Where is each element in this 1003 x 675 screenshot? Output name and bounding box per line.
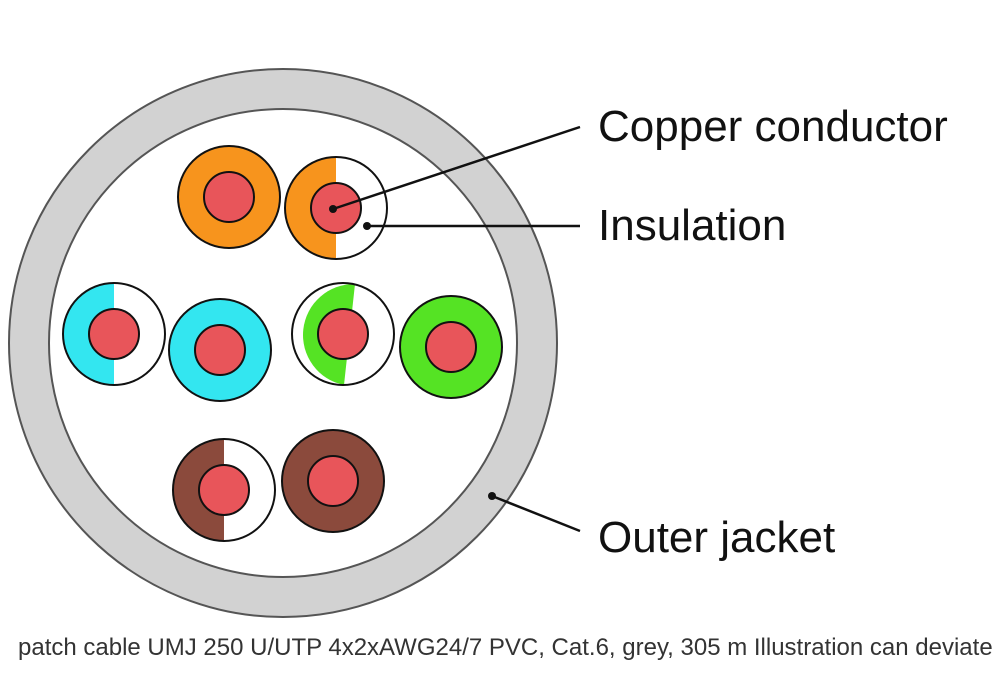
- copper-core: [307, 455, 359, 507]
- outer-jacket-label: Outer jacket: [598, 513, 835, 562]
- copper-core: [194, 324, 246, 376]
- conductor-leader-dot: [329, 205, 337, 213]
- copper-core: [203, 171, 255, 223]
- wire-pair-brown: [172, 429, 385, 542]
- wire-green-striped: [291, 282, 395, 386]
- copper-core: [425, 321, 477, 373]
- wire-pair-blue: [62, 282, 272, 402]
- outer-jacket-inner-edge: [48, 108, 518, 578]
- insulation-leader-dot: [363, 222, 371, 230]
- copper-core: [317, 308, 369, 360]
- copper-conductor-label: Copper conductor: [598, 102, 948, 151]
- conductor-leader-line: [332, 125, 581, 211]
- jacket-leader-line: [491, 494, 581, 533]
- copper-core: [88, 308, 140, 360]
- product-caption: patch cable UMJ 250 U/UTP 4x2xAWG24/7 PV…: [18, 634, 993, 661]
- callouts: [329, 125, 581, 533]
- insulation-label: Insulation: [598, 201, 786, 250]
- outer-jacket-ring: [9, 69, 557, 617]
- wire-brown-striped: [172, 438, 276, 542]
- wire-pair-green: [291, 282, 503, 399]
- jacket-leader-dot: [488, 492, 496, 500]
- outer-jacket-outer-edge: [8, 68, 558, 618]
- wire-orange-solid: [177, 145, 281, 249]
- wire-blue-solid: [168, 298, 272, 402]
- outer-jacket: [8, 68, 558, 618]
- copper-core: [198, 464, 250, 516]
- wire-green-solid: [399, 295, 503, 399]
- wire-blue-striped: [62, 282, 166, 386]
- wire-brown-solid: [281, 429, 385, 533]
